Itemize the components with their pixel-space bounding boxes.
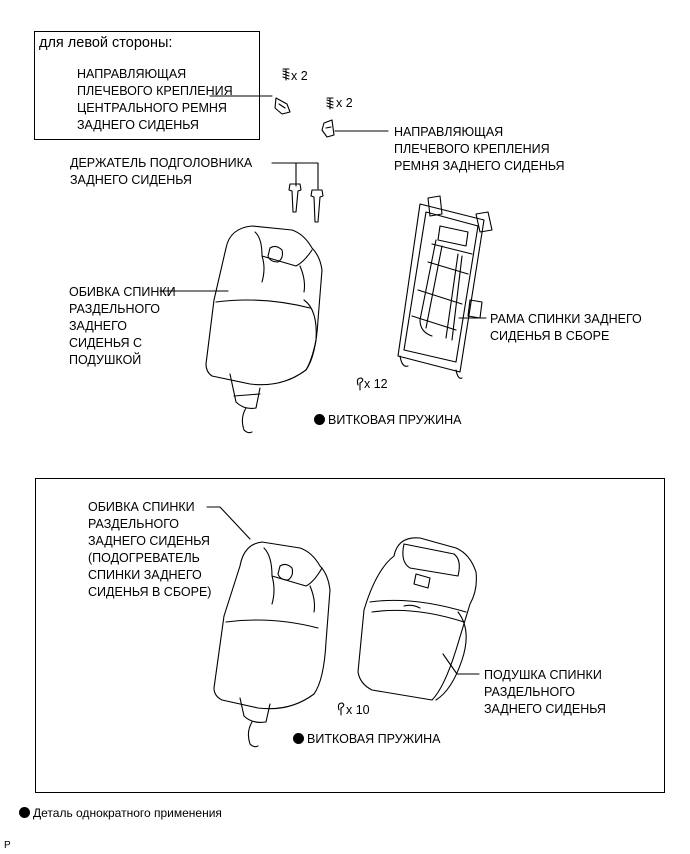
coil-spring-icon [337, 702, 345, 716]
coil-spring-text: ВИТКОВАЯ ПРУЖИНА [307, 732, 441, 746]
headrest-holder-label: ДЕРЖАТЕЛЬ ПОДГОЛОВНИКА ЗАДНЕГО СИДЕНЬЯ [70, 156, 253, 187]
spring-qty-bottom: x 10 [346, 703, 370, 717]
belt-guide-label: НАПРАВЛЯЮЩАЯ ПЛЕЧЕВОГО КРЕПЛЕНИЯ РЕМНЯ З… [394, 125, 565, 173]
single-use-dot-icon [19, 807, 30, 818]
legend: Деталь однократного применения [19, 805, 222, 822]
left-side-header: для левой стороны: [39, 35, 173, 51]
coil-spring-text: ВИТКОВАЯ ПРУЖИНА [328, 413, 462, 427]
heater-seatback-cover-drawing [213, 541, 331, 748]
seatback-frame-label: РАМА СПИНКИ ЗАДНЕГО СИДЕНЬЯ В СБОРЕ [490, 312, 642, 343]
spring-qty-top: x 12 [364, 377, 388, 391]
seatback-cover-drawing [205, 225, 323, 434]
single-use-dot-icon [293, 733, 304, 744]
heater-variant-box [35, 478, 665, 793]
center-guide-screw-icon [282, 68, 290, 81]
center-belt-guide-label: НАПРАВЛЯЮЩАЯ ПЛЕЧЕВОГО КРЕПЛЕНИЯ ЦЕНТРАЛ… [77, 67, 233, 132]
coil-spring-icon [356, 377, 364, 391]
coil-spring-label-bottom: ВИТКОВАЯ ПРУЖИНА [293, 731, 440, 748]
guide-part-icon [321, 119, 335, 138]
cover-with-pad-label: ОБИВКА СПИНКИ РАЗДЕЛЬНОГО ЗАДНЕГО СИДЕНЬ… [69, 285, 176, 367]
seatback-frame-drawing [397, 195, 493, 379]
legend-text: Деталь однократного применения [33, 806, 222, 820]
guide-qty: x 2 [336, 96, 353, 110]
coil-spring-label-top: ВИТКОВАЯ ПРУЖИНА [314, 412, 461, 429]
headrest-holder-icon [288, 183, 324, 223]
heater-cover-label: ОБИВКА СПИНКИ РАЗДЕЛЬНОГО ЗАДНЕГО СИДЕНЬ… [88, 500, 212, 599]
single-use-dot-icon [314, 414, 325, 425]
corner-mark: P [4, 840, 11, 851]
seatback-pad-drawing [357, 537, 477, 701]
center-guide-qty: x 2 [291, 69, 308, 83]
guide-screw-icon [326, 97, 334, 110]
left-side-box [34, 31, 260, 140]
seatback-pad-label: ПОДУШКА СПИНКИ РАЗДЕЛЬНОГО ЗАДНЕГО СИДЕН… [484, 668, 606, 716]
center-guide-part-icon [274, 97, 291, 115]
